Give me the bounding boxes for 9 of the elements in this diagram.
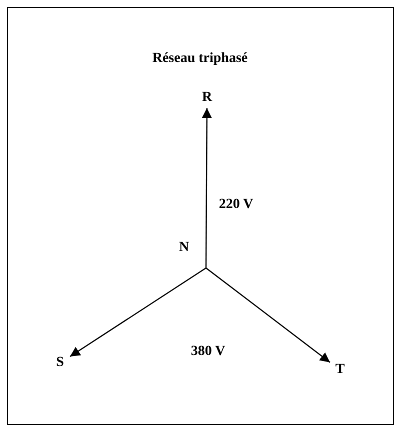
point-label: T: [330, 360, 350, 380]
arrow: [70, 268, 206, 357]
arrow: [206, 268, 330, 363]
title: Réseau triphasé: [152, 52, 248, 66]
point-label: N: [174, 238, 194, 258]
voltage-label: 380 V: [190, 345, 226, 359]
point-label: R: [197, 88, 217, 108]
point-label: S: [50, 353, 70, 373]
arrow: [202, 108, 212, 268]
